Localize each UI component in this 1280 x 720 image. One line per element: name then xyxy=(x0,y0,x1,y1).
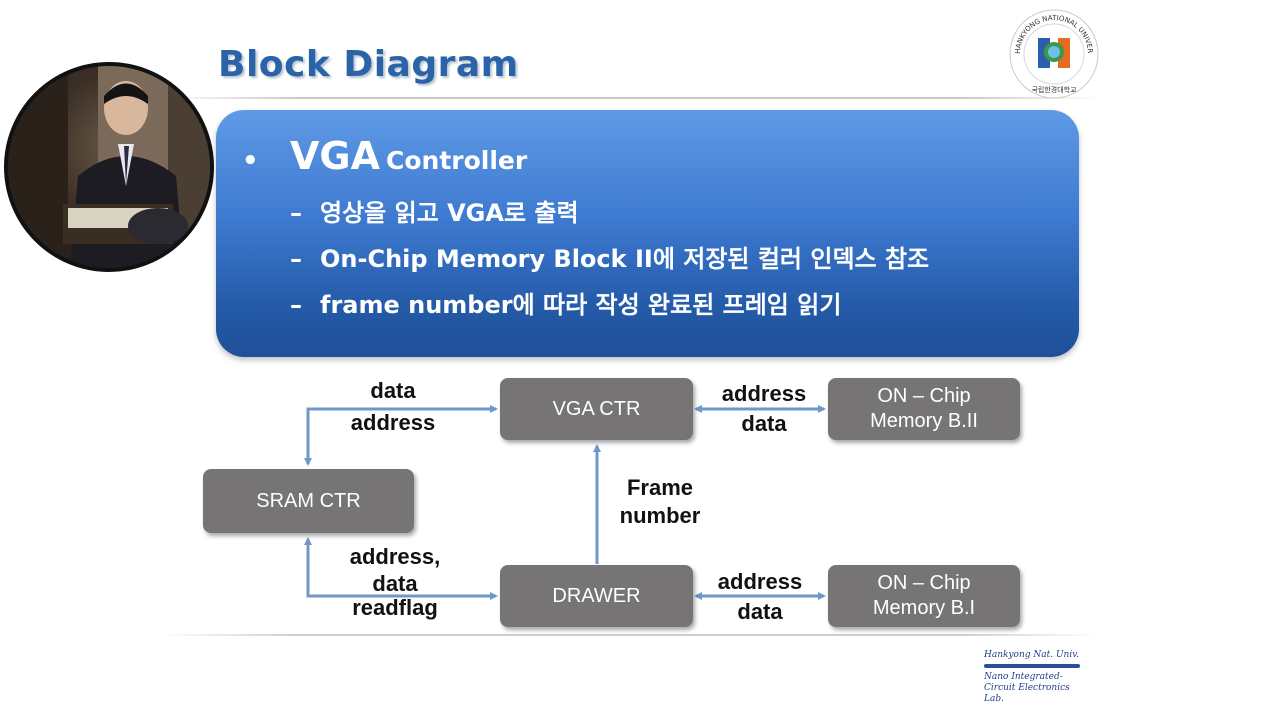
svg-text:국립한경대학교: 국립한경대학교 xyxy=(1031,85,1077,94)
item-dash: – xyxy=(290,199,302,227)
block-drawer: DRAWER xyxy=(500,565,693,627)
memory-b2-line2: Memory B.II xyxy=(870,410,978,432)
label-vga-mem2: address data xyxy=(712,380,816,438)
label-line: address xyxy=(721,381,807,406)
memory-b1-line2: Memory B.I xyxy=(872,597,976,619)
label-line: address xyxy=(350,410,436,435)
memory-b1-line1: ON – Chip xyxy=(877,572,971,594)
title-divider xyxy=(160,97,1100,99)
label-line: number xyxy=(619,503,701,528)
memory-b2-line1: ON – Chip xyxy=(877,385,971,407)
label-drawer-mem1: address data xyxy=(708,568,812,626)
label-line: readflag xyxy=(352,595,438,620)
block-memory-b1: ON – Chip Memory B.I xyxy=(828,565,1020,627)
label-line: data xyxy=(370,378,416,403)
item-dash: – xyxy=(290,291,302,319)
block-sram-ctr: SRAM CTR xyxy=(203,469,414,533)
panel-item-2: –On-Chip Memory Block II에 저장된 컬러 인덱스 참조 xyxy=(290,239,929,274)
item-text: frame number에 따라 작성 완료된 프레임 읽기 xyxy=(320,291,842,319)
label-line: data xyxy=(741,411,787,436)
block-vga-ctr: VGA CTR xyxy=(500,378,693,440)
bullet-point: • xyxy=(242,146,259,176)
slide-title: Block Diagram xyxy=(218,44,519,85)
heading-sub: Controller xyxy=(386,146,528,175)
label-sram-drawer: address, data readflag xyxy=(338,543,452,621)
footer-university: Hankyong Nat. Univ. xyxy=(984,650,1080,660)
university-logo: HANKYONG NATIONAL UNIVERSITY 국립한경대학교 xyxy=(1008,8,1099,99)
bottom-divider xyxy=(160,634,1100,636)
heading-main: VGA xyxy=(290,134,381,178)
lab-footer: Hankyong Nat. Univ. Nano Integrated- Cir… xyxy=(984,650,1080,705)
footer-bar xyxy=(984,664,1080,668)
label-frame-number: Frame number xyxy=(608,474,712,530)
panel-item-1: –영상을 읽고 VGA로 출력 xyxy=(290,193,579,228)
item-dash: – xyxy=(290,245,302,273)
panel-item-3: –frame number에 따라 작성 완료된 프레임 읽기 xyxy=(290,285,841,320)
label-line: Frame xyxy=(626,475,694,500)
label-sram-vga: data address xyxy=(340,377,446,437)
footer-lab-line1: Nano Integrated- xyxy=(984,672,1063,682)
item-text: 영상을 읽고 VGA로 출력 xyxy=(320,199,579,227)
block-memory-b2: ON – Chip Memory B.II xyxy=(828,378,1020,440)
presenter-photo xyxy=(8,66,210,268)
label-line: data xyxy=(737,599,783,624)
label-line: address xyxy=(717,569,803,594)
footer-lab-line2: Circuit Electronics xyxy=(984,683,1070,693)
info-panel xyxy=(216,110,1079,357)
item-text: On-Chip Memory Block II에 저장된 컬러 인덱스 참조 xyxy=(320,245,930,273)
footer-lab-line3: Lab. xyxy=(984,694,1004,704)
presenter-webcam xyxy=(4,62,214,272)
label-line: data xyxy=(372,571,418,596)
label-line: address, xyxy=(349,544,441,569)
